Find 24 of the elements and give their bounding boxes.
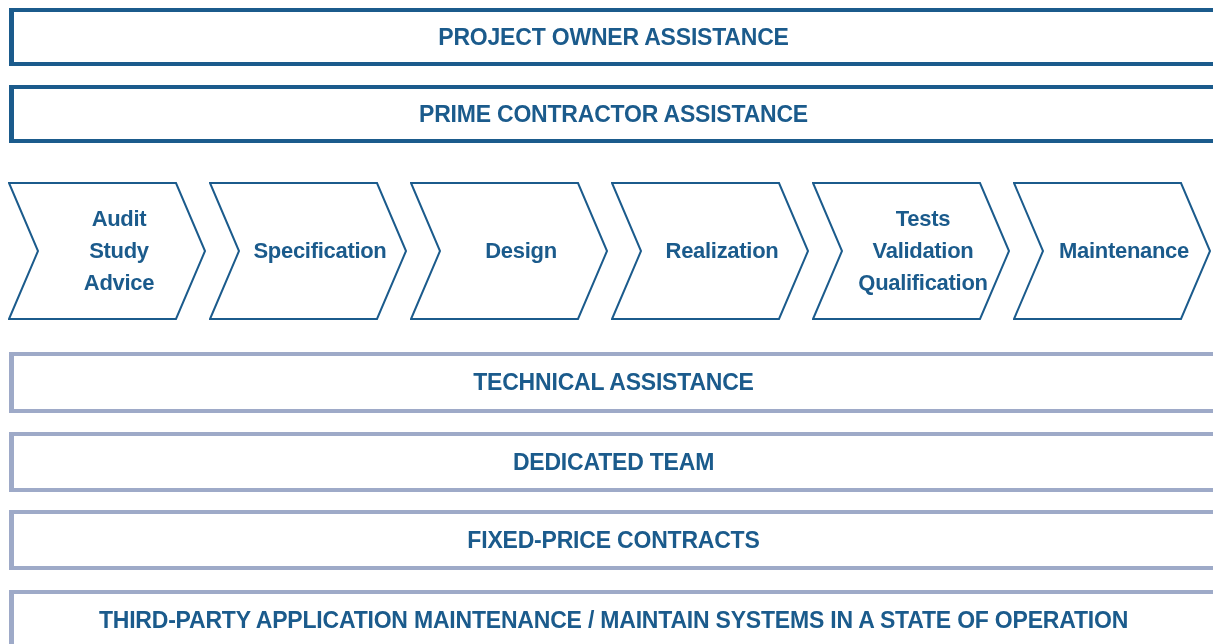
service-band	[9, 8, 1213, 66]
service-band	[9, 85, 1213, 143]
chevron-step	[812, 182, 1010, 320]
service-band	[9, 352, 1213, 413]
service-band	[9, 432, 1213, 492]
step-label: Design	[485, 237, 557, 265]
band-title: THIRD-PARTY APPLICATION MAINTENANCE / MAINTAIN SYSTEMS IN A STATE OF OPERATION	[98, 605, 1129, 635]
chevron-step	[8, 182, 206, 320]
chevron-step	[410, 182, 608, 320]
service-band	[9, 510, 1213, 570]
chevron-step	[1013, 182, 1211, 320]
step-label: Maintenance	[1059, 237, 1189, 265]
step-label: Tests Validation Qualification	[858, 205, 988, 297]
step-label: Realization	[665, 237, 779, 265]
service-band	[9, 590, 1213, 644]
band-title: DEDICATED TEAM	[512, 447, 715, 477]
chevron-step	[611, 182, 809, 320]
band-title: TECHNICAL ASSISTANCE	[473, 368, 754, 398]
band-title: PRIME CONTRACTOR ASSISTANCE	[419, 99, 808, 129]
step-label: Specification	[253, 237, 387, 265]
chevron-step	[209, 182, 407, 320]
step-label: Audit Study Advice	[83, 205, 155, 297]
band-title: FIXED-PRICE CONTRACTS	[467, 525, 760, 555]
band-title: PROJECT OWNER ASSISTANCE	[438, 22, 789, 52]
